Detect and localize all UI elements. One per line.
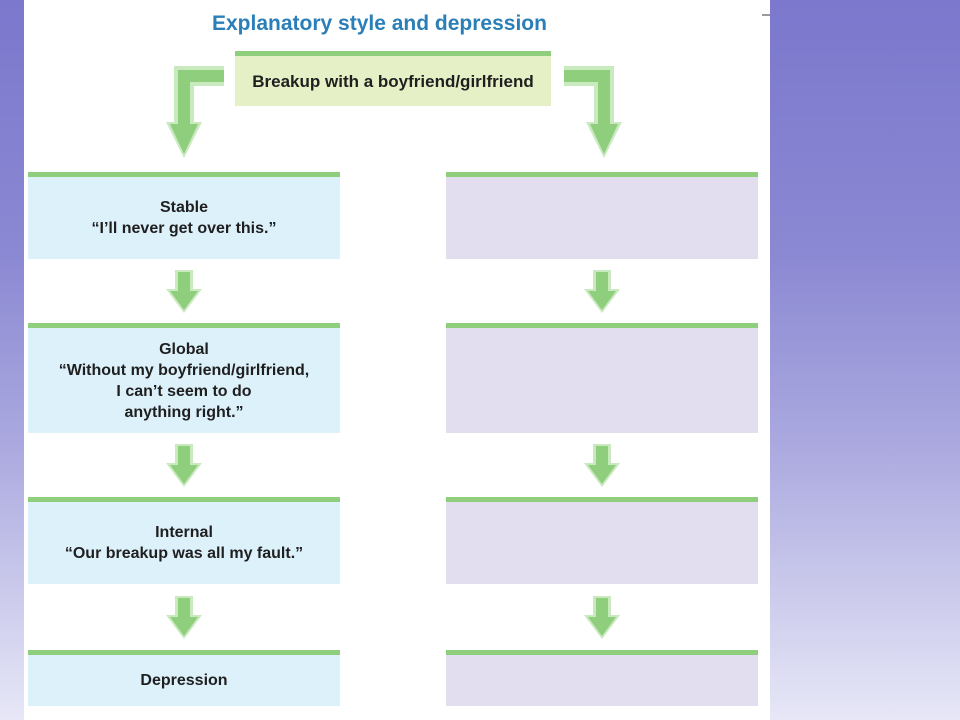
diagram-title: Explanatory style and depression [212,12,547,35]
event-label: Breakup with a boyfriend/girlfriend [252,71,534,91]
stable-heading: Stable [159,199,208,216]
global-heading: Global [159,340,209,358]
global-box: Global “Without my boyfriend/girlfriend, … [28,323,340,433]
stable-quote: “I’ll never get over this.” [91,220,277,237]
down-arrow-left-3-icon [166,596,202,639]
internal-heading: Internal [155,524,213,541]
elbow-arrow-right-icon [564,66,622,158]
right-box-3 [446,497,758,584]
elbow-arrow-left-icon [166,66,224,158]
event-box: Breakup with a boyfriend/girlfriend [235,51,551,106]
down-arrow-right-3-icon [584,596,620,639]
stable-box: Stable “I’ll never get over this.” [28,172,340,259]
depression-box: Depression [28,650,340,706]
global-quote: “Without my boyfriend/girlfriend, I can’… [58,361,310,421]
depression-heading: Depression [140,672,228,689]
down-arrow-right-1-icon [584,270,620,313]
internal-quote: “Our breakup was all my fault.” [64,545,304,562]
down-arrow-left-2-icon [166,444,202,487]
right-box-1 [446,172,758,259]
right-box-4 [446,650,758,706]
down-arrow-left-1-icon [166,270,202,313]
right-box-2 [446,323,758,433]
internal-box: Internal “Our breakup was all my fault.” [28,497,340,584]
corner-rule [762,0,770,16]
down-arrow-right-2-icon [584,444,620,487]
